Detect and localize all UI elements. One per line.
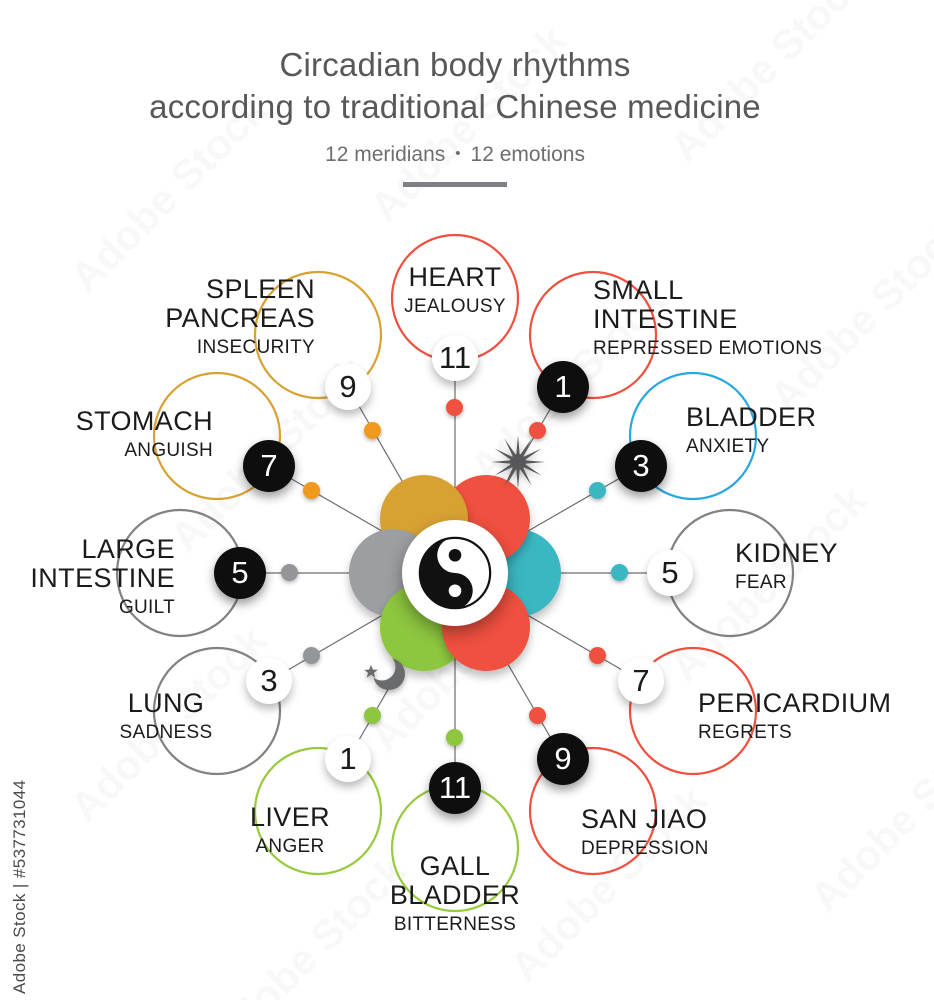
page-title-line1: Circadian body rhythms <box>279 46 631 83</box>
dot-liver <box>364 707 381 724</box>
hour-badge-spleen-pancreas: 9 <box>325 364 371 410</box>
subtitle-emotions: 12 emotions <box>470 143 585 167</box>
dot-spleen-pancreas <box>364 422 381 439</box>
organ-name: KIDNEY <box>735 538 838 568</box>
organ-emotion: BITTERNESS <box>393 913 517 935</box>
label-bladder: BLADDER ANXIETY <box>686 403 866 458</box>
page-title-line2: according to traditional Chinese medicin… <box>149 87 761 125</box>
ring-pericardium <box>628 646 758 776</box>
organ-emotion: JEALOUSY <box>404 295 506 317</box>
hour-badge-kidney: 5 <box>647 550 693 596</box>
organ-name: BLADDER <box>686 402 817 432</box>
dot-bladder <box>589 482 606 499</box>
watermark-id-text: Adobe Stock | #537731044 <box>10 779 29 994</box>
yin-yang-icon <box>418 536 492 610</box>
organ-emotion: INSECURITY <box>196 336 315 358</box>
label-lung: LUNG SADNESS <box>66 689 266 744</box>
dot-lung <box>303 647 320 664</box>
organ-emotion: FEAR <box>735 571 787 593</box>
organ-name: SAN JIAO <box>581 804 708 834</box>
organ-emotion: REPRESSED EMOTIONS <box>593 337 823 359</box>
dot-kidney <box>611 564 628 581</box>
organ-name: LUNG <box>127 688 205 718</box>
label-pericardium: PERICARDIUM REGRETS <box>698 689 918 744</box>
label-kidney: KIDNEY FEAR <box>735 539 875 594</box>
ring-san-jiao <box>528 746 658 876</box>
bullet-separator: • <box>455 145 461 163</box>
organ-emotion: ANGER <box>255 835 325 857</box>
ring-lung <box>152 646 282 776</box>
dot-large-intestine <box>281 564 298 581</box>
dot-stomach <box>303 482 320 499</box>
label-stomach: STOMACH ANGUISH <box>13 407 213 462</box>
ring-liver <box>253 746 383 876</box>
organ-emotion: DEPRESSION <box>581 837 709 859</box>
title-divider <box>403 182 507 187</box>
dot-gall-bladder <box>446 729 463 746</box>
dot-small-intestine <box>529 422 546 439</box>
header: Circadian body rhythms according to trad… <box>0 44 910 167</box>
center-disc <box>402 520 508 626</box>
star-icon <box>364 665 378 678</box>
organ-emotion: GUILT <box>118 596 175 618</box>
hour-badge-bladder: 3 <box>615 440 667 492</box>
subtitle: 12 meridians • 12 emotions <box>0 143 910 167</box>
hour-badge-lung: 3 <box>246 658 292 704</box>
hour-badge-small-intestine: 1 <box>537 361 589 413</box>
dot-pericardium <box>589 647 606 664</box>
ring-small-intestine <box>528 270 658 400</box>
hour-badge-san-jiao: 9 <box>537 733 589 785</box>
dot-san-jiao <box>529 707 546 724</box>
organ-emotion: ANXIETY <box>686 435 770 457</box>
organ-name: STOMACH <box>75 406 213 436</box>
hour-badge-large-intestine: 5 <box>214 547 266 599</box>
organ-name: LIVER <box>249 802 331 832</box>
label-heart: HEART JEALOUSY <box>305 263 605 318</box>
organ-emotion: SADNESS <box>119 721 213 743</box>
organ-name: PERICARDIUM <box>698 688 892 718</box>
organ-name: HEART <box>408 262 502 292</box>
ring-bladder <box>628 371 758 501</box>
subtitle-meridians: 12 meridians <box>325 143 446 167</box>
sun-icon <box>491 435 545 489</box>
hour-badge-stomach: 7 <box>243 440 295 492</box>
dot-heart <box>446 399 463 416</box>
hour-badge-pericardium: 7 <box>618 658 664 704</box>
hour-badge-liver: 1 <box>325 736 371 782</box>
ring-spleen-pancreas <box>253 270 383 400</box>
hour-badge-heart: 11 <box>432 335 478 381</box>
label-liver: LIVER ANGER <box>190 803 390 858</box>
organ-emotion: ANGUISH <box>124 439 213 461</box>
organ-emotion: REGRETS <box>698 721 792 743</box>
ring-stomach <box>152 371 282 501</box>
hour-badge-gall-bladder: 11 <box>429 762 481 814</box>
moon-icon <box>364 658 405 690</box>
label-san-jiao: SAN JIAO DEPRESSION <box>581 805 761 860</box>
